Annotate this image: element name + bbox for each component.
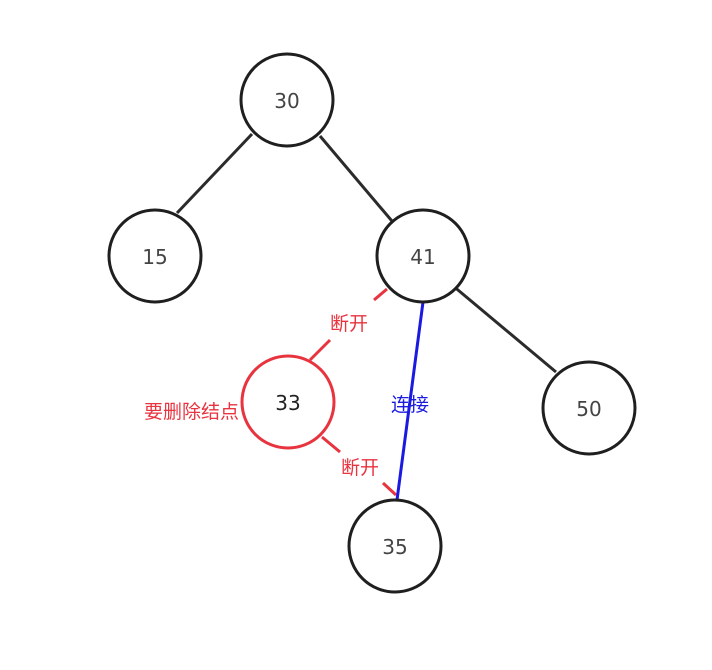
edge-41-50 (451, 283, 557, 374)
connect-label: 连接 (391, 394, 429, 416)
cut-label-upper: 断开 (330, 313, 368, 335)
delete-node-label: 要删除结点 (144, 401, 239, 423)
tree-node-33-delete: 33 (240, 354, 336, 450)
tree-node-35: 35 (347, 498, 443, 594)
edge-cut-41-33-upper (373, 287, 388, 302)
node-label-50: 50 (576, 397, 601, 421)
node-label-15: 15 (142, 245, 167, 269)
edge-cut-33-35-upper (321, 435, 341, 454)
cut-label-lower: 断开 (341, 457, 379, 479)
edge-cut-41-33-lower (308, 338, 332, 362)
edge-30-15 (175, 132, 254, 215)
node-label-33: 33 (275, 391, 300, 415)
tree-node-50: 50 (541, 360, 637, 456)
edge-30-41 (318, 135, 399, 228)
tree-node-15: 15 (107, 208, 203, 304)
node-label-30: 30 (274, 89, 299, 113)
tree-node-41: 41 (375, 208, 471, 304)
node-label-35: 35 (382, 535, 407, 559)
tree-node-30: 30 (239, 52, 335, 148)
edge-cut-33-35-lower (381, 481, 398, 497)
edge-connect-41-35 (395, 301, 425, 501)
node-label-41: 41 (410, 245, 435, 269)
